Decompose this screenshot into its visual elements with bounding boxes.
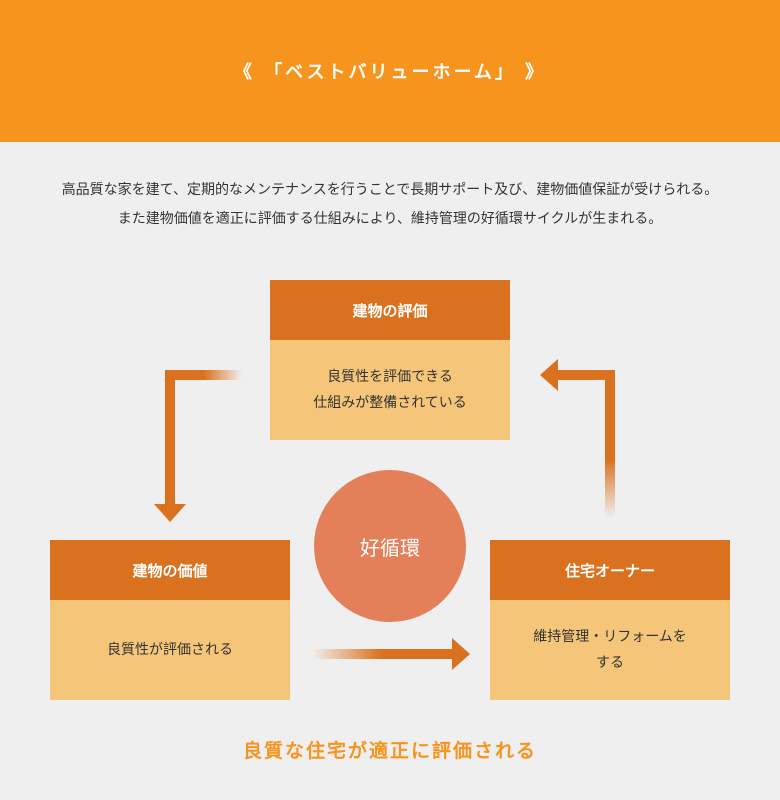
intro-line-1: 高品質な家を建て、定期的なメンテナンスを行うことで長期サポート及び、建物価値保証… [61,182,719,198]
arrow-value-to-owner [312,638,470,670]
value-title: 建物の価値 [50,540,290,600]
evaluation-line-1: 良質性を評価できる [327,369,453,385]
owner-body: 維持管理・リフォームを する [490,600,730,700]
evaluation-line-2: 仕組みが整備されている [313,395,467,411]
footer-tagline: 良質な住宅が適正に評価される [242,740,537,762]
header-banner: 《 「ベストバリューホーム」 》 [0,0,780,142]
value-box: 建物の価値 良質性が評価される [50,540,290,700]
evaluation-body: 良質性を評価できる 仕組みが整備されている [270,340,510,440]
center-circle: 好循環 [314,470,466,622]
owner-title: 住宅オーナー [490,540,730,600]
owner-box: 住宅オーナー 維持管理・リフォームを する [490,540,730,700]
page-title: 《 「ベストバリューホーム」 》 [233,62,547,83]
arrow-owner-to-evaluation [540,359,615,518]
center-label: 好循環 [360,535,420,560]
owner-line-2: する [596,655,624,671]
arrow-evaluation-to-value [154,370,242,522]
value-body: 良質性が評価される [107,642,233,658]
intro-text: 高品質な家を建て、定期的なメンテナンスを行うことで長期サポート及び、建物価値保証… [0,176,780,234]
intro-line-2: また建物価値を適正に評価する仕組みにより、維持管理の好循環サイクルが生まれる。 [117,211,663,227]
owner-line-1: 維持管理・リフォームを [533,629,687,645]
evaluation-title: 建物の評価 [270,280,510,340]
evaluation-box: 建物の評価 良質性を評価できる 仕組みが整備されている [270,280,510,440]
